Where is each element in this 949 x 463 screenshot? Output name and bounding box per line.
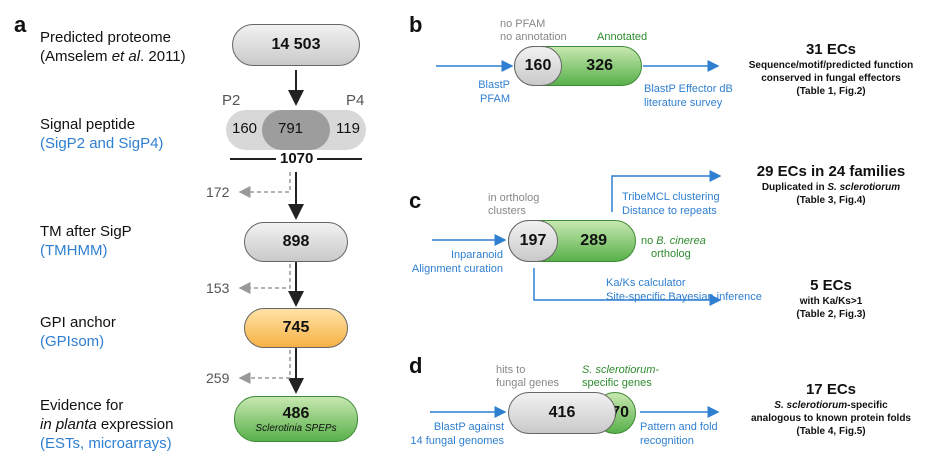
removed-count-3: 259: [206, 370, 230, 386]
step-evidence-label: Evidence for in planta expression (ESTs,…: [40, 397, 174, 452]
b-unannotated-pill: 160: [514, 46, 562, 86]
final-pill: 486 Sclerotinia SPEPs: [234, 396, 358, 442]
panel-label-a: a: [14, 12, 27, 37]
p4-label: P4: [346, 92, 365, 109]
tm-pill: 898: [244, 222, 348, 262]
c-ortholog-pill: 197: [508, 220, 558, 262]
sigp-overlap: [262, 110, 330, 150]
removed-arrow-2: [238, 264, 291, 294]
removed-count-2: 153: [206, 280, 230, 296]
panel-label-d: d: [409, 353, 423, 378]
step-gpi-label: GPI anchor (GPIsom): [40, 314, 116, 350]
c-green-note: no B. cinerea ortholog: [641, 235, 706, 260]
removed-arrow-3: [238, 350, 291, 384]
sigp-mid-count: 791: [278, 120, 304, 137]
d-result: 17 ECs S. sclerotiorum-specific analogou…: [751, 381, 911, 437]
d-hits-pill: 416: [508, 392, 616, 434]
proteome-pill: 14 503: [232, 24, 360, 66]
b-green-note: Annotated: [597, 31, 648, 43]
b-result: 31 ECs Sequence/motif/predicted function…: [748, 41, 914, 97]
removed-count-1: 172: [206, 184, 230, 200]
sigp-total: 1070: [276, 150, 318, 167]
b-venn: 326 160: [514, 46, 642, 86]
removed-arrow-1: [238, 172, 291, 198]
gpi-pill: 745: [244, 308, 348, 348]
c-result-2: 5 ECs with Ka/Ks>1 (Table 2, Fig.3): [796, 277, 866, 320]
final-count: 486: [282, 404, 310, 422]
p2-label: P2: [222, 92, 241, 109]
c-venn: 289 197: [508, 220, 636, 262]
final-sub: Sclerotinia SPEPs: [255, 422, 337, 434]
signal-peptide-venn: 160 791 119: [226, 110, 366, 150]
panel-label-c: c: [409, 188, 422, 213]
sigp-right-count: 119: [336, 120, 360, 137]
sigp-left-count: 160: [232, 120, 258, 137]
panel-label-b: b: [409, 12, 423, 37]
c-down-arrow: [533, 268, 722, 306]
step-proteome-label: Predicted proteome (Amselem et al. 2011): [40, 29, 186, 65]
d-venn: 70 416: [508, 392, 636, 434]
c-up-arrow: [611, 170, 722, 212]
step-signal-peptide-label: Signal peptide (SigP2 and SigP4): [40, 116, 164, 152]
d-green-note: S. sclerotiorum-specific genes: [582, 364, 660, 389]
c-result-1: 29 ECs in 24 families Duplicated in S. s…: [756, 163, 906, 206]
step-tm-label: TM after SigP (TMHMM): [40, 223, 132, 259]
